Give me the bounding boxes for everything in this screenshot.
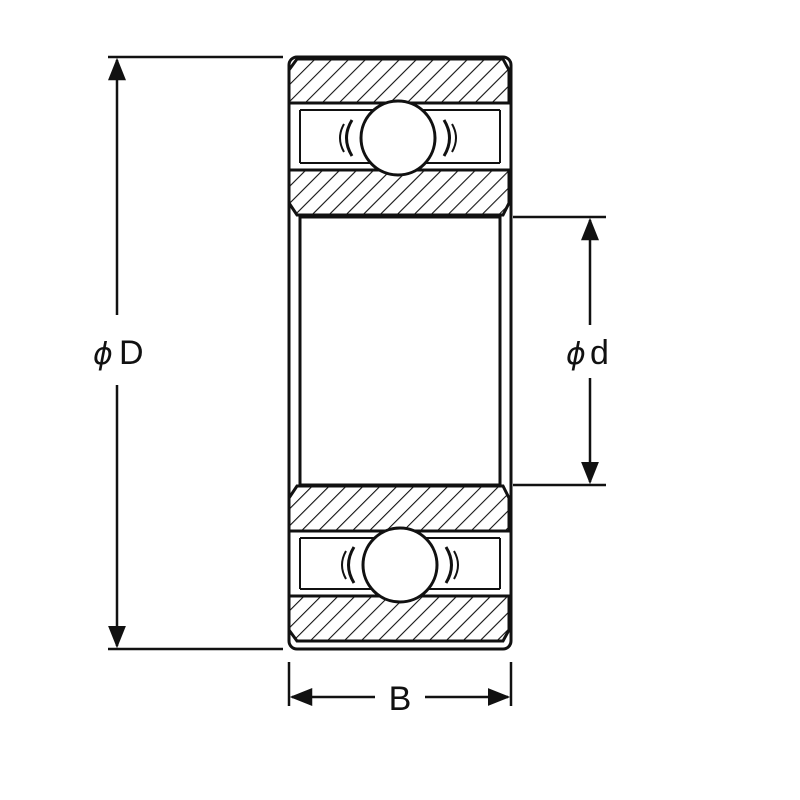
outer-diameter-phi-symbol: ϕ xyxy=(93,337,113,372)
bottom-inner-ring xyxy=(287,484,511,533)
bottom-ball xyxy=(361,526,439,604)
top-ball-assembly xyxy=(339,99,457,177)
outer-diameter-label: D xyxy=(119,334,144,372)
bore-diameter-label: d xyxy=(590,334,609,372)
bottom-ball-assembly xyxy=(341,526,459,604)
width-label: B xyxy=(389,680,412,718)
top-cage-left xyxy=(345,119,354,157)
top-cage-right xyxy=(442,119,451,157)
bottom-cage-right xyxy=(444,546,453,584)
top-ball xyxy=(359,99,437,177)
top-inner-ring xyxy=(287,168,511,217)
dimension-width xyxy=(287,662,513,706)
bottom-cage-left xyxy=(347,546,356,584)
bore-outline xyxy=(298,215,502,487)
bottom-outer-ring xyxy=(287,594,511,643)
bearing-outline xyxy=(287,55,513,651)
dimension-bore-diameter xyxy=(513,215,606,487)
top-outer-ring xyxy=(287,57,511,105)
bore-diameter-phi-symbol: ϕ xyxy=(566,337,586,372)
dimension-outer-diameter xyxy=(108,55,283,651)
